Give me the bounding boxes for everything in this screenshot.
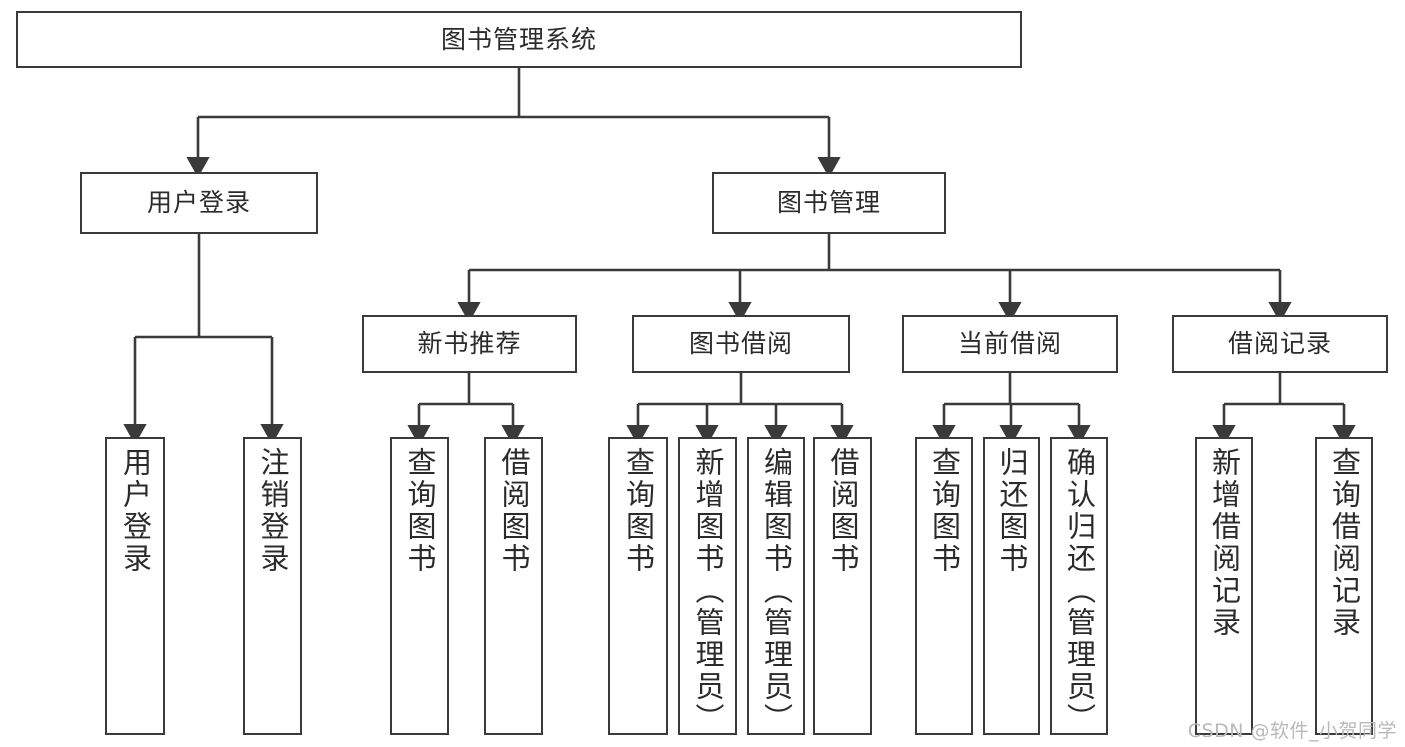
watermark: CSDN @软件_小贺同学 (1187, 720, 1397, 742)
node-root-label: 图书管理系统 (440, 24, 597, 54)
node-book-management[interactable]: 图书管理 (712, 172, 946, 234)
node-book-management-label: 图书管理 (776, 188, 881, 218)
leaf-label: 确认归还（管理员） (1062, 447, 1097, 735)
leaf-label: 归还图书 (995, 447, 1029, 575)
leaf-query-book-current[interactable]: 查询图书 (915, 437, 973, 735)
node-current-borrow-label: 当前借阅 (957, 329, 1062, 359)
leaf-label: 查询图书 (621, 447, 656, 575)
leaf-add-book-admin[interactable]: 新增图书（管理员） (678, 437, 737, 735)
node-borrow-record-label: 借阅记录 (1227, 329, 1332, 359)
leaf-label: 查询借阅记录 (1327, 447, 1362, 639)
leaf-query-book-recommend[interactable]: 查询图书 (390, 437, 449, 735)
node-book-borrow-label: 图书借阅 (688, 329, 793, 359)
leaf-add-borrow-record[interactable]: 新增借阅记录 (1195, 437, 1253, 735)
node-root[interactable]: 图书管理系统 (16, 11, 1022, 68)
leaf-label: 借阅图书 (826, 447, 860, 575)
leaf-borrow-book-recommend[interactable]: 借阅图书 (484, 437, 543, 735)
leaf-query-borrow-record[interactable]: 查询借阅记录 (1315, 437, 1373, 735)
leaf-label: 注销登录 (256, 447, 290, 575)
leaf-label: 编辑图书（管理员） (759, 447, 794, 735)
node-user-login[interactable]: 用户登录 (80, 172, 318, 234)
leaf-query-book-borrow[interactable]: 查询图书 (608, 437, 668, 735)
node-current-borrow[interactable]: 当前借阅 (902, 315, 1118, 373)
node-borrow-record[interactable]: 借阅记录 (1172, 315, 1388, 373)
leaf-label: 借阅图书 (497, 447, 531, 575)
node-new-book-recommend[interactable]: 新书推荐 (362, 315, 577, 373)
leaf-confirm-return-admin[interactable]: 确认归还（管理员） (1050, 437, 1108, 735)
node-new-book-recommend-label: 新书推荐 (417, 329, 522, 359)
leaf-edit-book-admin[interactable]: 编辑图书（管理员） (747, 437, 805, 735)
node-user-login-label: 用户登录 (146, 188, 251, 218)
leaf-user-login[interactable]: 用户登录 (105, 437, 165, 735)
leaf-label: 查询图书 (403, 447, 437, 575)
leaf-label: 新增借阅记录 (1207, 447, 1242, 639)
leaf-label: 查询图书 (927, 447, 962, 575)
node-book-borrow[interactable]: 图书借阅 (632, 315, 850, 373)
leaf-return-book[interactable]: 归还图书 (983, 437, 1040, 735)
leaf-label: 新增图书（管理员） (691, 447, 725, 735)
leaf-label: 用户登录 (118, 447, 153, 575)
leaf-borrow-book[interactable]: 借阅图书 (813, 437, 872, 735)
leaf-user-logout[interactable]: 注销登录 (243, 437, 302, 735)
